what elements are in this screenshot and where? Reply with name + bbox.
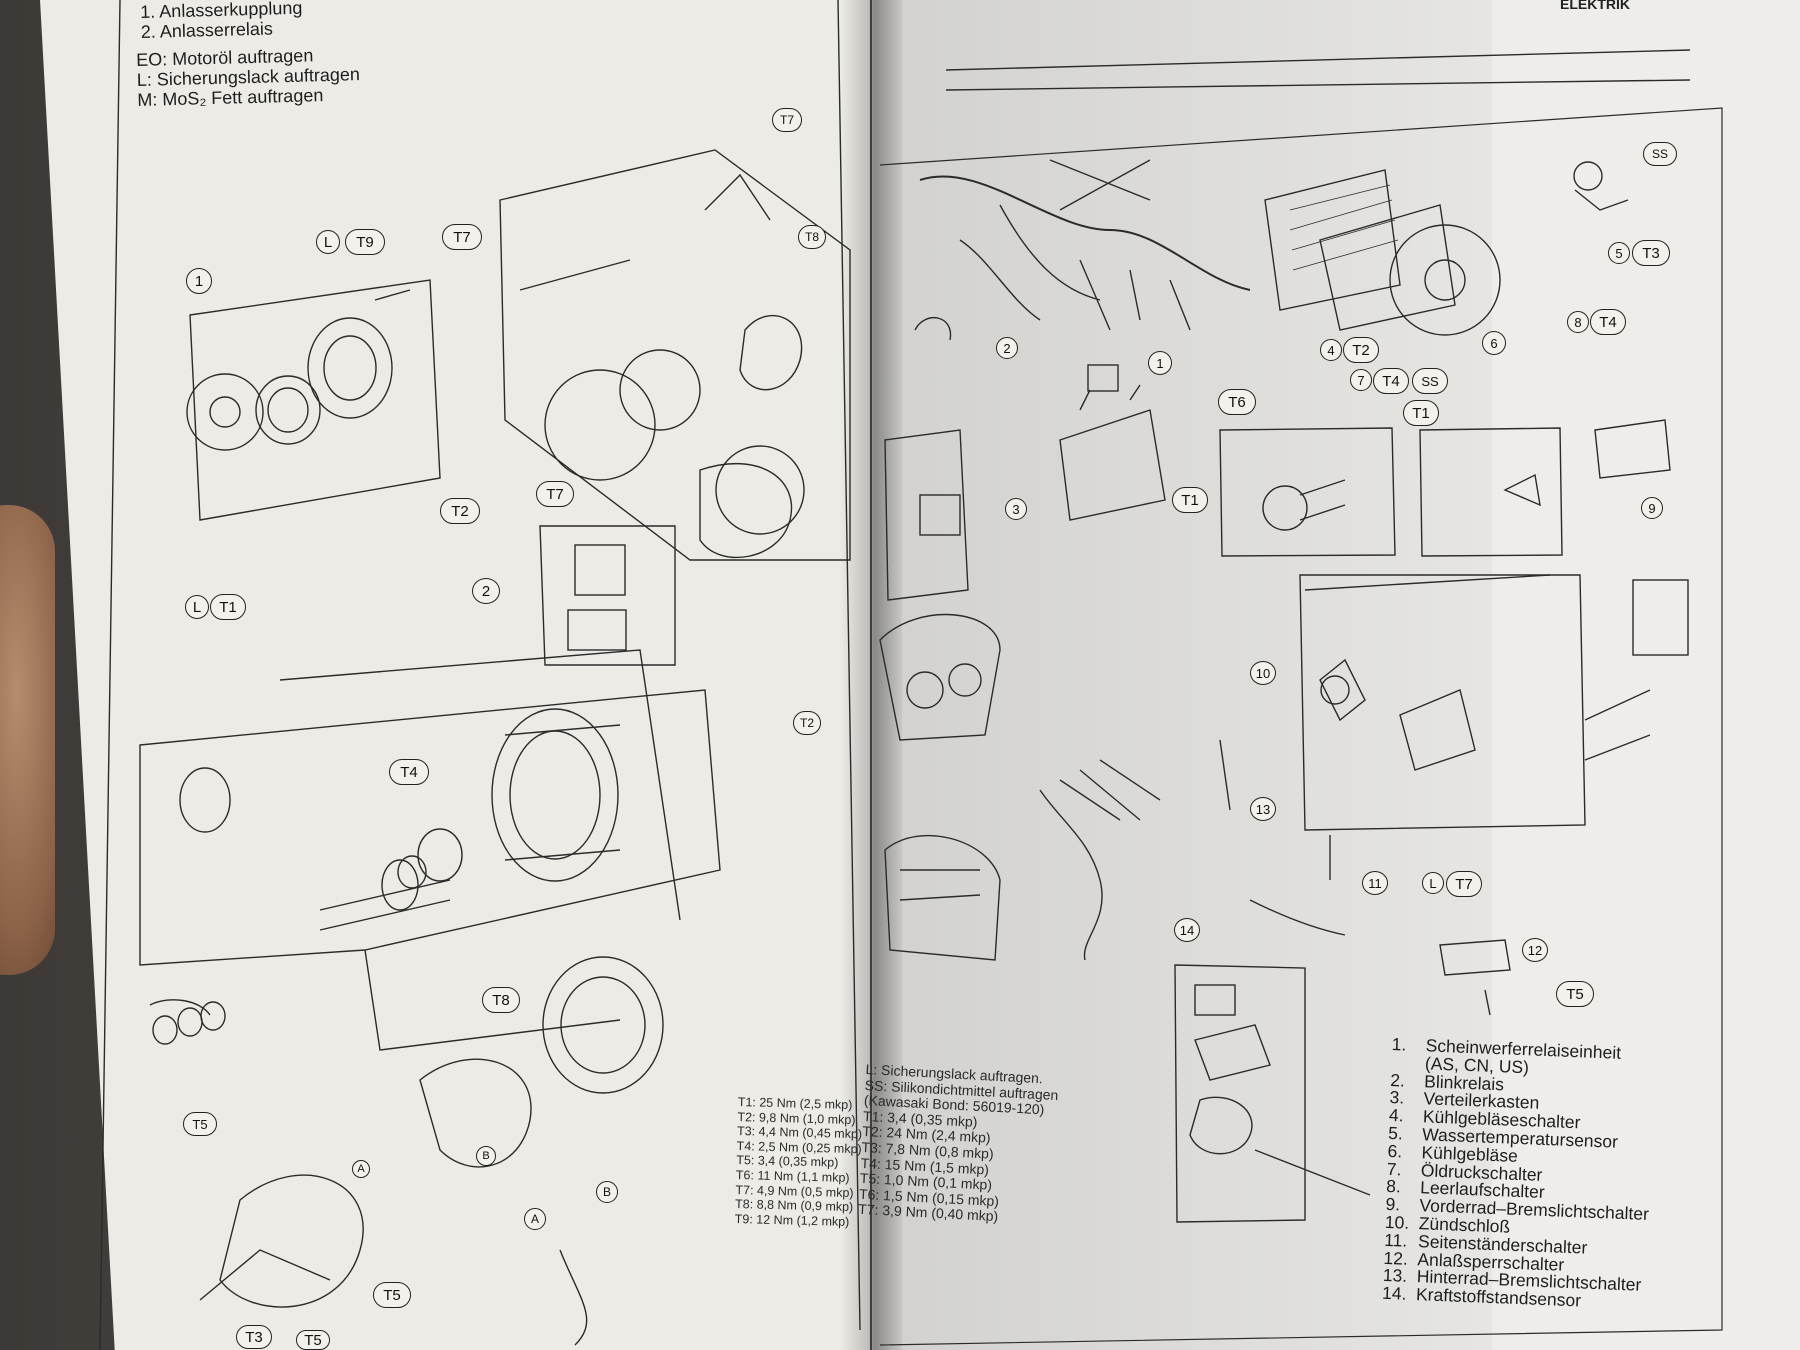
callout: T4 [1373,368,1409,394]
callout: T7 [772,108,802,132]
callout: 10 [1250,661,1276,685]
callout: L [1422,872,1444,894]
callout: 11 [1362,871,1388,895]
left-legend: 1. Anlasserkupplung 2. Anlasserrelais [140,0,303,42]
section-header: ELEKTRIK [1560,0,1630,12]
callout: 2 [472,578,500,604]
callout: T4 [389,759,429,785]
callout: T7 [442,224,482,250]
callout: T3 [236,1325,272,1349]
callout: B [596,1181,618,1203]
callout: 12 [1522,938,1548,962]
left-torque-table: T1: 25 Nm (2,5 mkp) T2: 9,8 Nm (1,0 mkp)… [735,1095,863,1230]
right-notes-torque: L: Sicherungslack auftragen. SS: Silikon… [858,1061,1060,1228]
callout: 2 [996,337,1018,359]
parts-list: 1.Scheinwerferrelaiseinheit (AS, CN, US)… [1382,1034,1656,1313]
callout: 5 [1608,242,1630,264]
callout: 9 [1641,497,1663,519]
callout: T9 [345,229,385,255]
callout: T6 [1218,389,1256,415]
callout: T2 [793,711,821,735]
thumb [0,505,55,975]
left-notes: EO: Motoröl auftragen L: Sicherungslack … [136,44,361,110]
legend-item: 2. Anlasserrelais [140,18,274,42]
callout: 8 [1567,311,1589,333]
callout: T2 [1343,337,1379,363]
callout: T1 [1172,487,1208,513]
callout: T1 [210,594,246,620]
book-gutter [840,0,902,1350]
callout: T5 [296,1330,330,1350]
callout: T8 [482,987,520,1013]
callout: 13 [1250,797,1276,821]
callout: A [352,1160,370,1178]
callout: T7 [1446,871,1482,897]
callout: L [316,230,340,254]
callout: 7 [1350,369,1372,391]
callout: SS [1643,142,1677,166]
callout: 4 [1320,339,1342,361]
callout: T5 [183,1112,217,1136]
callout: A [524,1208,546,1230]
callout: T7 [536,481,574,507]
callout: T5 [373,1282,411,1308]
callout: T5 [1556,981,1594,1007]
callout: T2 [440,498,480,524]
callout: L [185,595,209,619]
callout: 3 [1005,498,1027,520]
callout: T1 [1403,400,1439,426]
callout: T4 [1590,309,1626,335]
callout: 6 [1482,331,1506,355]
callout: T8 [798,225,826,249]
page-shadow [872,0,1492,1350]
callout: T3 [1632,240,1670,266]
callout: 1 [186,268,212,294]
callout: 1 [1148,351,1172,375]
callout: 14 [1174,918,1200,942]
callout: SS [1412,368,1448,394]
callout: B [476,1146,496,1166]
right-page [872,0,1800,1350]
